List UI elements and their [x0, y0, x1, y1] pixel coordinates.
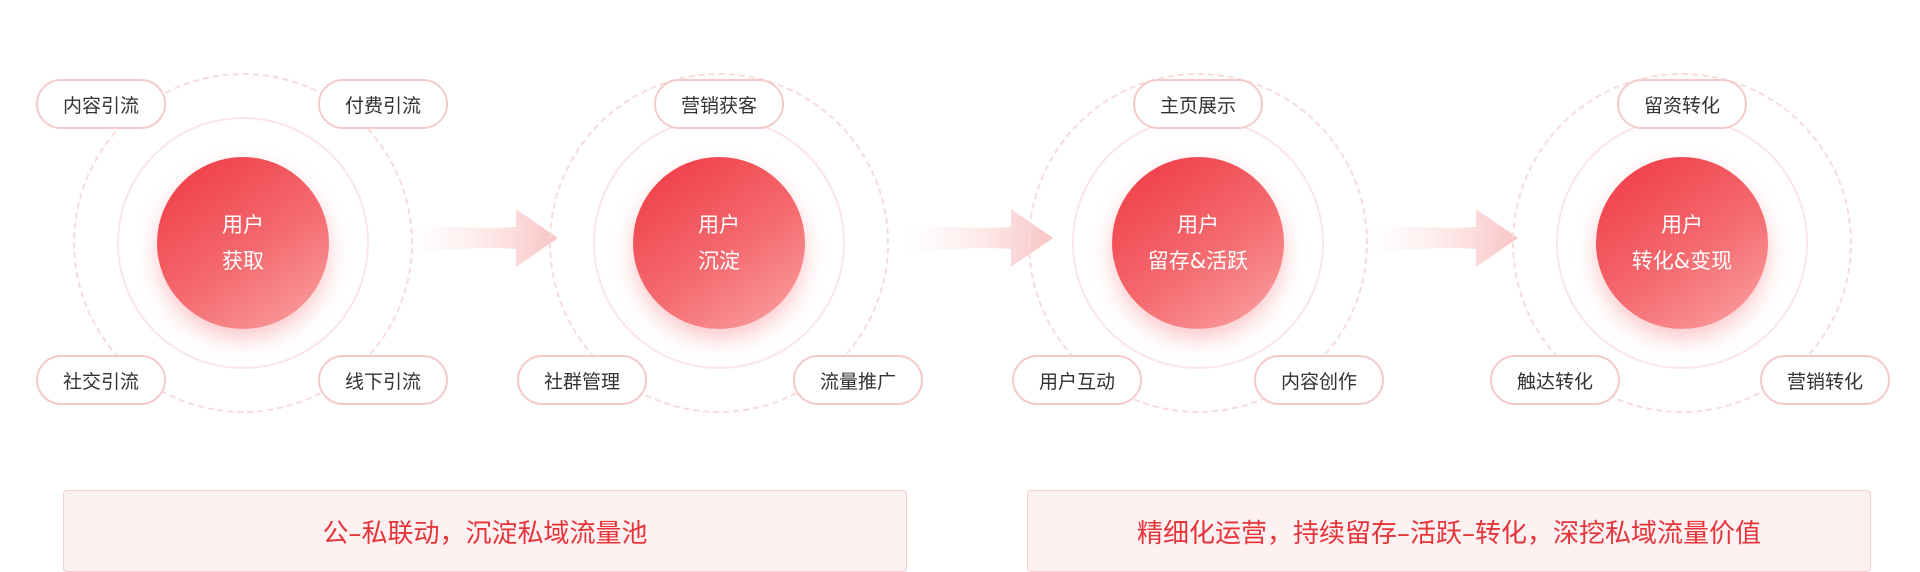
banner-fine-grained-operation: 精细化运营，持续留存–活跃–转化，深挖私域流量价值 [1027, 490, 1871, 572]
flow-arrow-3 [1370, 209, 1518, 267]
stage-retain-core-line-1: 用户 [698, 213, 740, 237]
stage-monetize-core-line-2: 转化&变现 [1631, 249, 1733, 273]
tag-reach-conversion: 触达转化 [1490, 355, 1620, 405]
stage-activate-core-line-2: 留存&活跃 [1147, 249, 1249, 273]
tag-user-interaction: 用户互动 [1012, 355, 1142, 405]
tag-traffic-promotion: 流量推广 [793, 355, 923, 405]
stage-retain-core-line-2: 沉淀 [698, 249, 740, 273]
tag-lead-conversion: 留资转化 [1617, 79, 1747, 129]
stage-acquire-core-line-1: 用户 [222, 213, 264, 237]
tag-content-creation: 内容创作 [1254, 355, 1384, 405]
tag-marketing-conversion: 营销转化 [1760, 355, 1890, 405]
flow-arrow-1 [410, 209, 558, 267]
stage-monetize-core: 用户 转化&变现 [1596, 157, 1768, 329]
stage-activate-core-line-1: 用户 [1177, 213, 1219, 237]
tag-paid-traffic: 付费引流 [318, 79, 448, 129]
stage-acquire-core: 用户 获取 [157, 157, 329, 329]
stage-monetize-core-line-1: 用户 [1661, 213, 1703, 237]
tag-marketing-acquisition: 营销获客 [654, 79, 784, 129]
tag-community-management: 社群管理 [517, 355, 647, 405]
tag-offline-traffic: 线下引流 [318, 355, 448, 405]
stage-acquire-core-line-2: 获取 [222, 249, 264, 273]
stage-activate-core: 用户 留存&活跃 [1112, 157, 1284, 329]
tag-social-traffic: 社交引流 [36, 355, 166, 405]
banner-public-private-linkage: 公–私联动，沉淀私域流量池 [63, 490, 907, 572]
tag-homepage-display: 主页展示 [1133, 79, 1263, 129]
stage-retain-core: 用户 沉淀 [633, 157, 805, 329]
flow-arrow-2 [905, 209, 1053, 267]
tag-content-traffic: 内容引流 [36, 79, 166, 129]
